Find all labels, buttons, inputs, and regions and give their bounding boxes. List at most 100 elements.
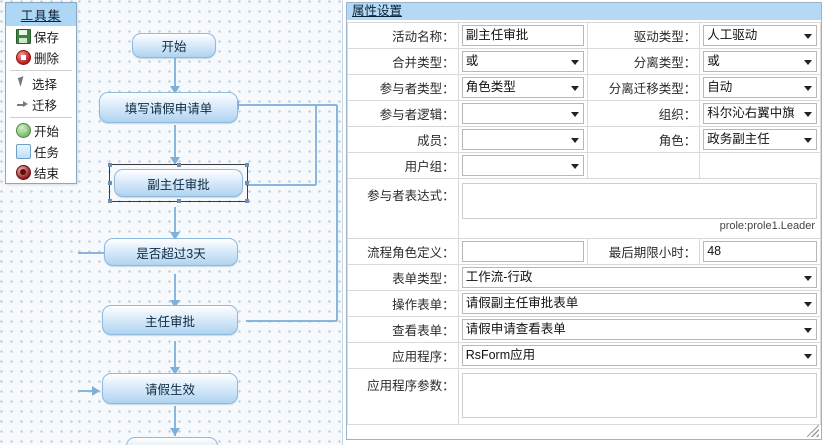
edge-director-to-effective (174, 341, 176, 374)
toolbox-item-start[interactable]: 开始 (6, 120, 76, 141)
application-select[interactable]: RsForm应用 (461, 345, 817, 366)
activity-name-cell: 副主任审批 (457, 22, 588, 49)
toolbox-item-task[interactable]: 任务 (6, 141, 76, 162)
edge-director-loop-h1 (246, 320, 337, 322)
participant-expr-textarea[interactable] (461, 183, 817, 219)
node-label: 是否超过3天 (136, 246, 206, 261)
split-transition-type-label: 分离迁移类型： (586, 74, 701, 101)
toolbox-item-label: 结束 (34, 167, 60, 181)
participant-type-select[interactable]: 角色类型 (461, 77, 584, 98)
merge-type-label: 合并类型： (347, 48, 459, 75)
user-group-label: 用户组： (347, 152, 459, 179)
user-group-cell (457, 152, 588, 179)
activity-name-input[interactable]: 副主任审批 (461, 25, 584, 46)
operate-form-select[interactable]: 请假副主任审批表单 (461, 293, 817, 314)
operate-form-cell: 请假副主任审批表单 (457, 290, 822, 317)
resize-handle-sw[interactable] (108, 199, 112, 203)
participant-type-label: 参与者类型： (347, 74, 459, 101)
user-group-select[interactable] (461, 155, 584, 176)
panel-resize-handle[interactable] (807, 425, 819, 437)
node-label: 填写请假申请单 (124, 102, 213, 116)
toolbox-item-select[interactable]: 选择 (6, 73, 76, 94)
edge-arrow-down (170, 428, 180, 436)
role-select[interactable]: 政务副主任 (703, 129, 817, 150)
node-fill-form[interactable]: 填写请假申请单 (99, 92, 238, 123)
toolbox-divider (10, 117, 72, 118)
edge-deputy-loop-h1 (246, 184, 316, 186)
application-cell: RsForm应用 (457, 342, 822, 369)
resize-handle-nw[interactable] (108, 163, 112, 167)
form-row-participant-type: 参与者类型： 角色类型 分离迁移类型： 自动 (347, 74, 821, 101)
participant-expr-label: 参与者表达式： (347, 178, 459, 239)
empty-cell (699, 152, 821, 179)
view-form-label: 查看表单： (347, 316, 459, 343)
resize-handle-s[interactable] (176, 199, 181, 203)
form-row-form-type: 表单类型： 工作流-行政 (347, 264, 822, 291)
edge-arrow-down (170, 86, 180, 94)
cursor-select-icon (16, 77, 29, 90)
merge-type-cell: 或 (457, 48, 588, 75)
node-director-approve[interactable]: 主任审批 (102, 305, 238, 335)
flowchart-canvas[interactable]: 开始 填写请假申请单 副主任审批 是否超过3天 主任审批 请假生效 (78, 0, 343, 445)
split-type-label: 分离类型： (586, 48, 701, 75)
node-start[interactable]: 开始 (132, 33, 216, 58)
edge-arrow-down (170, 367, 180, 375)
resize-handle-n[interactable] (176, 163, 181, 167)
edge-start-to-fill (174, 57, 176, 91)
resize-handle-ne[interactable] (245, 163, 249, 167)
role-cell: 政务副主任 (699, 126, 821, 153)
process-role-def-label: 流程角色定义： (347, 238, 459, 265)
form-type-select[interactable]: 工作流-行政 (461, 267, 817, 288)
form-type-cell: 工作流-行政 (457, 264, 822, 291)
node-over-3-days[interactable]: 是否超过3天 (104, 238, 238, 266)
app-params-label: 应用程序参数： (347, 368, 459, 425)
node-label: 主任审批 (144, 314, 195, 329)
empty-cell (586, 152, 701, 179)
toolbox-item-label: 任务 (34, 146, 60, 160)
selection-box[interactable] (108, 163, 249, 203)
transition-arrow-icon (16, 98, 29, 111)
edge-arrow-down (170, 232, 180, 240)
drive-type-cell: 人工驱动 (699, 22, 821, 49)
form-type-label: 表单类型： (347, 264, 459, 291)
resize-handle-e[interactable] (245, 181, 249, 185)
participant-type-cell: 角色类型 (457, 74, 588, 101)
form-row-merge-type: 合并类型： 或 分离类型： 或 (347, 48, 821, 75)
process-role-def-input[interactable] (461, 241, 584, 262)
split-transition-type-cell: 自动 (699, 74, 821, 101)
toolbox-title-text: 工具集 (20, 9, 62, 23)
org-select[interactable]: 科尔沁右翼中旗 (703, 103, 817, 124)
start-node-icon (16, 123, 31, 138)
member-select[interactable] (461, 129, 584, 150)
toolbox-item-label: 选择 (32, 78, 58, 92)
app-params-cell (457, 368, 822, 425)
split-transition-type-select[interactable]: 自动 (703, 77, 817, 98)
node-leave-effective[interactable]: 请假生效 (102, 373, 238, 404)
deadline-hours-input[interactable]: 48 (703, 241, 817, 262)
node-bottom-partial[interactable] (126, 437, 218, 445)
application-label: 应用程序： (347, 342, 459, 369)
view-form-select[interactable]: 请假申请查看表单 (461, 319, 817, 340)
merge-type-select[interactable]: 或 (461, 51, 584, 72)
resize-handle-se[interactable] (245, 199, 249, 203)
form-row-process-role-def: 流程角色定义： 最后期限小时： 48 (347, 238, 821, 265)
resize-handle-w[interactable] (108, 181, 112, 185)
drive-type-select[interactable]: 人工驱动 (703, 25, 817, 46)
toolbox-item-save[interactable]: 保存 (6, 26, 76, 47)
node-deputy-approve[interactable]: 副主任审批 (114, 169, 243, 197)
toolbox-item-transition[interactable]: 迁移 (6, 94, 76, 115)
toolbox-title: 工具集 (6, 3, 76, 26)
edge-to-effective-h (78, 390, 94, 392)
toolbox-item-delete[interactable]: 删除 (6, 47, 76, 68)
app-params-textarea[interactable] (461, 373, 817, 418)
toolbox-item-label: 开始 (34, 125, 60, 139)
participant-expr-cell: prole:prole1.Leader (457, 178, 822, 239)
form-row-app-params: 应用程序参数： (347, 368, 822, 425)
form-row-participant-logic: 参与者逻辑： 组织： 科尔沁右翼中旗 (347, 100, 821, 127)
activity-name-label: 活动名称： (347, 22, 459, 49)
toolbox-item-end[interactable]: 结束 (6, 162, 76, 183)
participant-logic-select[interactable] (461, 103, 584, 124)
property-form: 活动名称： 副主任审批 驱动类型： 人工驱动 合并类型： 或 分离类型： 或 (347, 22, 822, 425)
form-row-activity-name: 活动名称： 副主任审批 驱动类型： 人工驱动 (347, 22, 821, 49)
split-type-select[interactable]: 或 (703, 51, 817, 72)
